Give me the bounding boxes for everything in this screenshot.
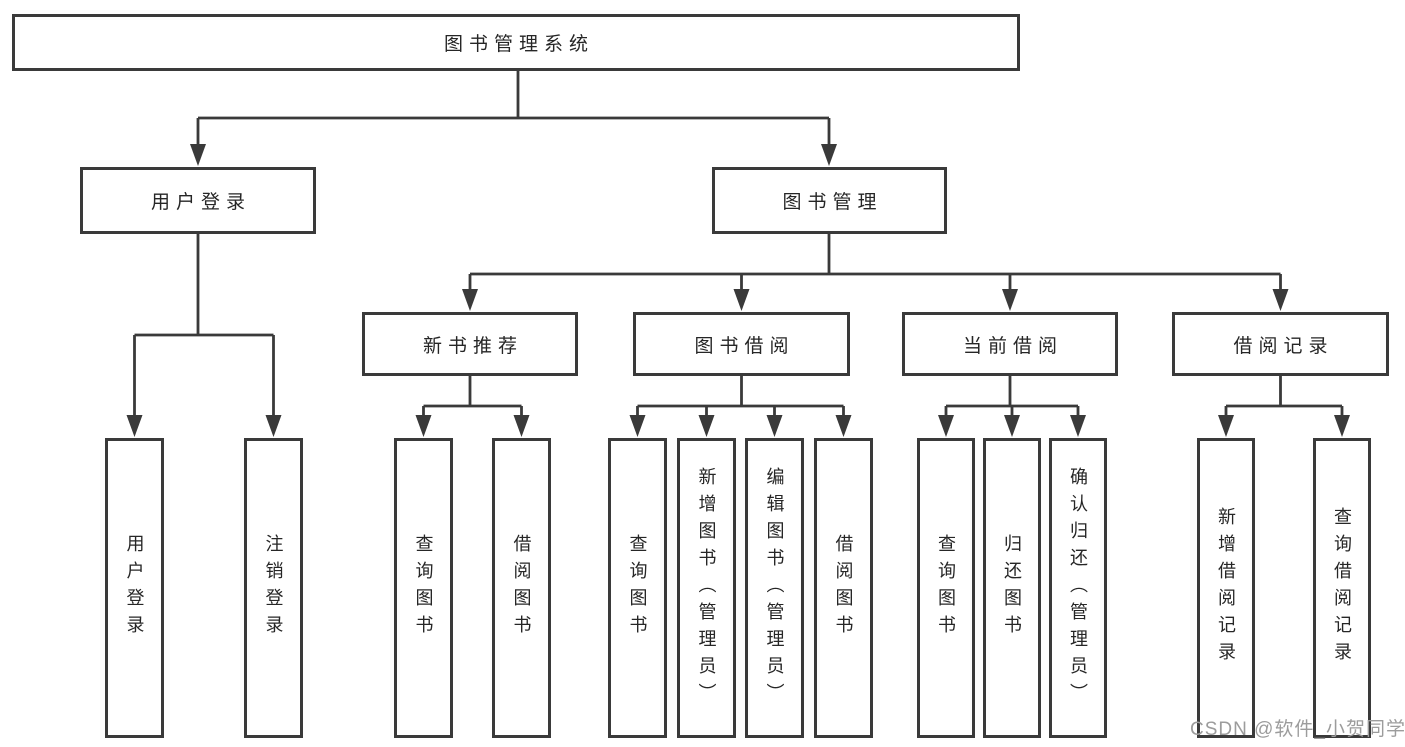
node-book-borrow: 图书借阅 <box>633 312 850 376</box>
node-label: 借阅记录 <box>1233 335 1334 357</box>
leaf-logout: 注销登录 <box>244 438 303 738</box>
connector-current-borrow-to-leaves <box>938 376 1086 437</box>
node-label: 图书管理 <box>782 192 883 213</box>
connector-book-management-to-groups <box>462 234 1289 311</box>
connector-user-login-to-leaves <box>126 234 282 437</box>
node-label: 当前借阅 <box>962 335 1063 357</box>
leaf-add-books-admin: 新增图书（管理员） <box>677 438 736 738</box>
leaf-query-books: 查询图书 <box>608 438 667 738</box>
csdn-watermark: CSDN @软件_小贺同学 <box>1190 719 1405 740</box>
leaf-add-borrow-record: 新增借阅记录 <box>1197 438 1255 738</box>
leaf-borrow-books: 借阅图书 <box>814 438 873 738</box>
leaf-edit-books-admin: 编辑图书（管理员） <box>745 438 804 738</box>
node-current-borrow: 当前借阅 <box>902 312 1118 376</box>
node-borrow-record: 借阅记录 <box>1172 312 1389 376</box>
node-label: 用户登录 <box>150 192 251 213</box>
node-label: 新书推荐 <box>422 335 523 357</box>
node-book-management-branch: 图书管理 <box>712 167 947 234</box>
leaf-borrow-books: 借阅图书 <box>492 438 551 738</box>
connector-root-to-level1 <box>190 70 837 166</box>
node-user-login-branch: 用户登录 <box>80 167 316 234</box>
connector-new-book-recommend-to-leaves <box>415 376 530 437</box>
node-label: 图书管理系统 <box>443 34 594 55</box>
leaf-query-books: 查询图书 <box>917 438 975 738</box>
node-label: 图书借阅 <box>694 335 795 357</box>
leaf-query-books: 查询图书 <box>394 438 453 738</box>
leaf-confirm-return-admin: 确认归还（管理员） <box>1049 438 1107 738</box>
connector-book-borrow-to-leaves <box>629 376 852 437</box>
leaf-user-login: 用户登录 <box>105 438 164 738</box>
connector-borrow-record-to-leaves <box>1218 376 1350 437</box>
leaf-return-books: 归还图书 <box>983 438 1041 738</box>
node-new-book-recommend: 新书推荐 <box>362 312 578 376</box>
leaf-query-borrow-record: 查询借阅记录 <box>1313 438 1371 738</box>
node-library-management-system: 图书管理系统 <box>12 14 1020 71</box>
